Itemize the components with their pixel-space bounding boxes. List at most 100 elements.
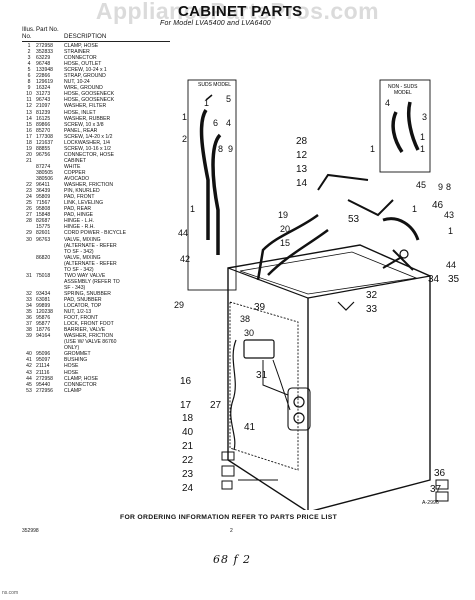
part-illus-no: 31	[26, 272, 32, 279]
part-illus-no: 26	[26, 206, 32, 213]
part-description: WASHER, FRICTION	[64, 182, 114, 189]
part-illus-no: 40	[26, 351, 32, 358]
part-description: VALVE, MIXING	[64, 254, 101, 261]
part-illus-no: 25	[26, 200, 32, 207]
callout-1: 1	[190, 204, 195, 214]
part-illus-no: 37	[26, 321, 32, 328]
part-number: 21097	[36, 103, 51, 110]
part-number: 272956	[36, 387, 53, 394]
part-illus-no: 2	[27, 49, 31, 56]
part-description: NUT, 10-24	[64, 79, 90, 86]
part-description: SF - 343)	[64, 284, 86, 291]
callout-1: 1	[182, 112, 187, 122]
callout-4: 4	[385, 98, 390, 108]
part-number: 129619	[36, 79, 53, 86]
part-description: VALVE, MIXING	[64, 236, 101, 243]
part-description: TO SF - 342)	[64, 266, 94, 273]
part-description: LOCK, FRONT FOOT	[64, 321, 114, 328]
part-description: WIRE, GROUND	[64, 85, 103, 92]
part-illus-no: 36	[26, 315, 32, 322]
part-illus-no: 23	[26, 188, 32, 195]
part-illus-no: 6	[27, 73, 31, 80]
part-row: (USE W/ VALVE 86760	[22, 339, 170, 345]
bottom-watermark: ns.com	[2, 590, 19, 596]
part-number: 75018	[36, 272, 51, 279]
part-description: WASHER, RUBBER	[64, 115, 111, 122]
part-illus-no: 39	[26, 333, 32, 340]
part-description: (ALTERNATE - REFER	[64, 260, 117, 267]
part-number: 15775	[36, 224, 51, 231]
callout-17: 17	[180, 400, 192, 411]
part-description: HOSE, GOOSENECK	[64, 91, 115, 98]
part-illus-no: 38	[26, 327, 32, 334]
part-illus-no: 43	[26, 369, 32, 376]
header-description: DESCRIPTION	[64, 33, 107, 40]
callout-1: 1	[204, 98, 209, 108]
part-number: 177308	[36, 133, 53, 140]
part-description: LOCATOR, TOP	[64, 303, 102, 310]
part-illus-no: 35	[26, 309, 32, 316]
callout-41: 41	[244, 422, 256, 433]
callout-16: 16	[180, 376, 192, 387]
callout-46: 46	[432, 200, 444, 211]
part-description: HOSE, GOOSENECK	[64, 97, 115, 104]
callout-32: 32	[366, 290, 378, 301]
part-number: 380505	[36, 169, 53, 176]
callout-38: 38	[240, 314, 250, 324]
part-description: PAD, REAR	[64, 206, 92, 213]
part-row: ASSEMBLY (REFER TO	[22, 279, 170, 285]
part-description: COPPER	[64, 169, 86, 176]
part-description: WASHER, FILTER	[64, 103, 107, 110]
part-illus-no: 33	[26, 296, 32, 303]
part-description: CLAMP, HOSE	[64, 375, 99, 382]
handwritten-note: 68 f 2	[213, 553, 252, 566]
callout-37: 37	[430, 484, 442, 495]
part-illus-no: 30	[26, 236, 32, 243]
part-number: 71567	[36, 200, 51, 207]
part-illus-no: 27	[26, 212, 32, 219]
part-description: CLAMP, HOSE	[64, 43, 99, 49]
part-description: HOSE	[64, 369, 79, 376]
part-illus-no: 32	[26, 290, 32, 297]
part-description: HOSE, OUTLET	[64, 61, 102, 68]
part-number: 120238	[36, 309, 53, 316]
part-description: BARRIER, VALVE	[64, 327, 106, 334]
part-number: 94164	[36, 333, 51, 340]
part-number: 352833	[36, 49, 53, 56]
part-illus-no: 9	[27, 85, 31, 92]
part-description: HOSE	[64, 363, 79, 370]
header-illus-no: Illus. No.	[22, 26, 35, 40]
part-number: 95877	[36, 321, 51, 328]
part-description: HINGE - R.H.	[64, 224, 95, 231]
part-description: AVOCADO	[64, 176, 90, 183]
callout-45: 45	[416, 180, 426, 190]
watermark: AppliancePartsPros.com	[95, 0, 380, 24]
part-number: 21114	[36, 363, 50, 370]
part-illus-no: 22	[26, 182, 32, 189]
part-number: 121637	[36, 139, 53, 146]
part-number: 95809	[36, 194, 51, 201]
part-illus-no: 13	[26, 109, 32, 116]
callout-1: 1	[412, 204, 417, 214]
part-number: 15848	[36, 212, 51, 219]
callout-24: 24	[182, 483, 194, 494]
callout-33: 33	[366, 304, 378, 315]
part-illus-no: 11	[26, 97, 32, 104]
callout-12: 12	[296, 150, 308, 161]
part-illus-no: 29	[26, 230, 32, 237]
